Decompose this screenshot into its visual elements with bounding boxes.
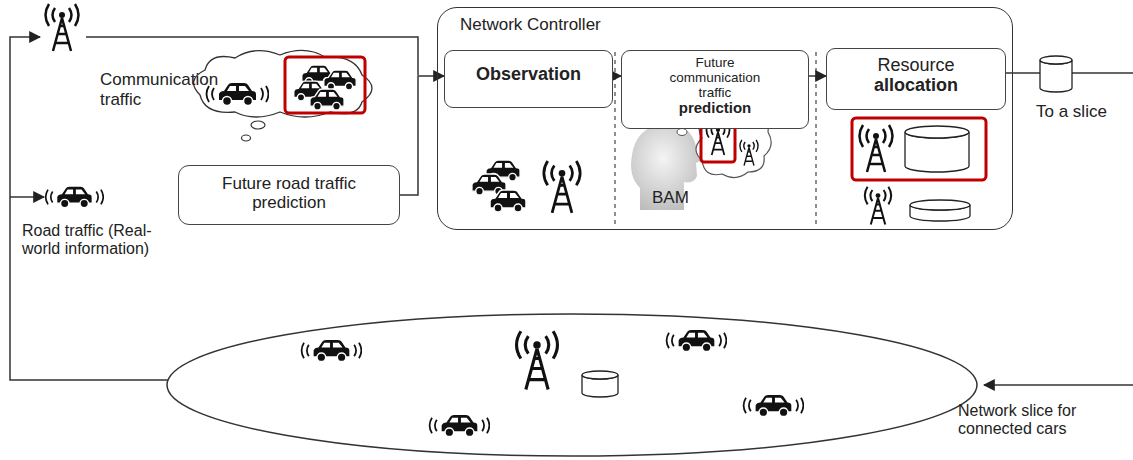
text-group: Future communication trafficprediction: [622, 51, 808, 117]
text-group: Observation: [445, 51, 612, 84]
model-label: BAM: [652, 188, 702, 208]
flow-arrow: [613, 75, 621, 77]
node-text: Network Controller: [460, 15, 601, 34]
node-text: Future road traffic prediction: [179, 166, 399, 212]
flow-arrow: [809, 75, 826, 77]
node-text: Observation: [445, 51, 612, 84]
controller-panel: Network ControllerObservation Future comm…: [437, 7, 1013, 230]
process-box: Future road traffic prediction: [178, 165, 400, 225]
traffic-label: Communication traffic: [100, 70, 240, 109]
slice-label: Network slice for connected cars: [958, 402, 1126, 439]
traffic-label: Road traffic (Real-world information): [22, 222, 177, 259]
output-label: To a slice: [1036, 102, 1131, 122]
process-box: Resourceallocation: [826, 48, 1006, 110]
node-text: Resource: [827, 49, 1005, 75]
text-group: Future road traffic prediction: [179, 166, 399, 212]
text-group: Resourceallocation: [827, 49, 1005, 95]
node-text: prediction: [622, 100, 808, 117]
node-text: allocation: [827, 75, 1005, 95]
process-box: Future communication trafficprediction: [621, 50, 809, 129]
process-box: Observation: [444, 50, 613, 108]
node-text: Future communication traffic: [622, 51, 808, 100]
